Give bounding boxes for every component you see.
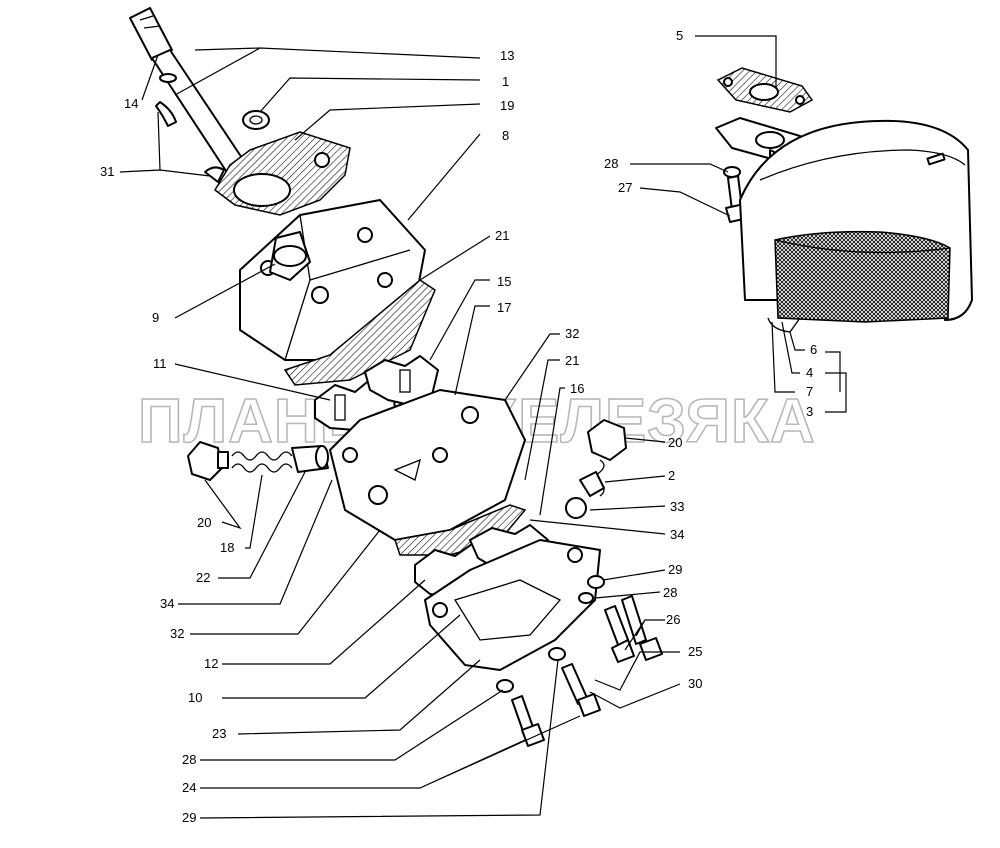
callout-19: 19 xyxy=(500,98,514,113)
woodruff-key-part xyxy=(155,101,177,127)
callout-4: 4 xyxy=(806,365,813,380)
oil-strainer-assembly xyxy=(715,67,973,333)
callout-27: 27 xyxy=(618,180,632,195)
fasteners-parts xyxy=(496,575,663,747)
drive-shaft-part xyxy=(129,7,251,181)
pump-lower-cover-part xyxy=(424,539,601,671)
callout-33: 33 xyxy=(670,499,684,514)
callout-21-upper: 21 xyxy=(495,228,509,243)
callout-28-upper: 28 xyxy=(663,585,677,600)
callout-2: 2 xyxy=(668,468,675,483)
callout-9: 9 xyxy=(152,310,159,325)
callout-34-right: 34 xyxy=(670,527,684,542)
callout-10: 10 xyxy=(188,690,202,705)
callout-5: 5 xyxy=(676,28,683,43)
strainer-clip-part xyxy=(767,317,801,333)
callout-14: 14 xyxy=(124,96,138,111)
callout-18: 18 xyxy=(220,540,234,555)
callout-12: 12 xyxy=(204,656,218,671)
callout-1: 1 xyxy=(502,74,509,89)
callout-31: 31 xyxy=(100,164,114,179)
callout-6: 6 xyxy=(810,342,817,357)
leader-lines xyxy=(119,35,847,819)
callout-15: 15 xyxy=(497,274,511,289)
washer-part xyxy=(242,110,270,130)
callout-29-upper: 29 xyxy=(668,562,682,577)
callout-21-lower: 21 xyxy=(565,353,579,368)
callout-17: 17 xyxy=(497,300,511,315)
callout-24: 24 xyxy=(182,780,196,795)
callout-20-left: 20 xyxy=(197,515,211,530)
shaft-pin-part xyxy=(204,166,225,183)
callout-22: 22 xyxy=(196,570,210,585)
bushing-part xyxy=(233,173,311,281)
gasket-middle-part xyxy=(283,279,436,386)
callout-28-lower: 28 xyxy=(182,752,196,767)
gasket-lower-part xyxy=(394,504,527,556)
callout-20-right: 20 xyxy=(668,435,682,450)
callout-7: 7 xyxy=(806,384,813,399)
callout-16: 16 xyxy=(570,381,584,396)
callout-11: 11 xyxy=(153,356,167,371)
callout-30: 30 xyxy=(688,676,702,691)
relief-valve-left-parts xyxy=(187,441,329,481)
callout-23: 23 xyxy=(212,726,226,741)
callout-labels: 13 1 14 19 8 31 21 9 15 17 32 11 21 16 2… xyxy=(100,28,817,825)
gasket-top-part xyxy=(214,131,351,216)
callout-34-left: 34 xyxy=(160,596,174,611)
callout-32-upper: 32 xyxy=(565,326,579,341)
relief-valve-right-parts xyxy=(565,419,627,519)
callout-29-lower: 29 xyxy=(182,810,196,825)
oil-pump-exploded-view xyxy=(129,7,663,747)
callout-28-strainer: 28 xyxy=(604,156,618,171)
callout-13: 13 xyxy=(500,48,514,63)
callout-32-lower: 32 xyxy=(170,626,184,641)
callout-3: 3 xyxy=(806,404,813,419)
callout-26: 26 xyxy=(666,612,680,627)
callout-25: 25 xyxy=(688,644,702,659)
callout-8: 8 xyxy=(502,128,509,143)
